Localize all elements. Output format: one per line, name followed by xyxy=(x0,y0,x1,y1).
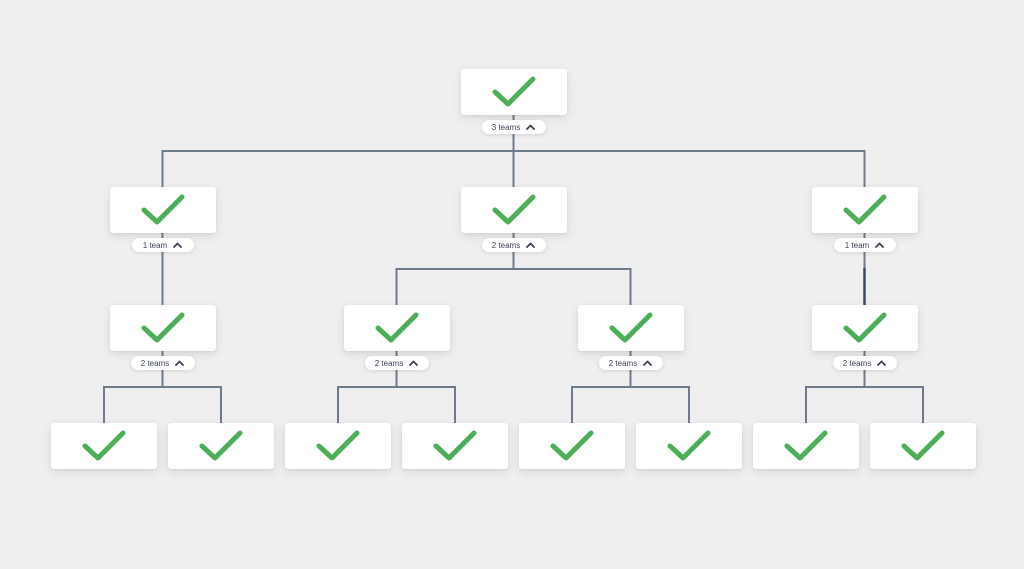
chevron-up-icon xyxy=(877,360,887,366)
checkmark-icon xyxy=(843,312,886,343)
expand-toggle[interactable]: 3 teams xyxy=(481,120,546,134)
team-node[interactable] xyxy=(577,305,684,351)
team-node[interactable] xyxy=(870,423,976,469)
team-count-label: 2 teams xyxy=(491,240,521,250)
expand-toggle[interactable]: 2 teams xyxy=(481,238,546,252)
team-count-label: 1 team xyxy=(844,240,870,250)
team-node[interactable] xyxy=(109,187,216,233)
team-node[interactable] xyxy=(51,423,157,469)
expand-toggle[interactable]: 2 teams xyxy=(598,356,663,370)
team-node[interactable] xyxy=(460,187,567,233)
team-count-label: 2 teams xyxy=(608,358,638,368)
team-node[interactable] xyxy=(636,423,742,469)
team-count-label: 2 teams xyxy=(374,358,404,368)
checkmark-icon xyxy=(141,312,184,343)
chevron-up-icon xyxy=(643,360,653,366)
expand-toggle[interactable]: 2 teams xyxy=(364,356,429,370)
expand-toggle[interactable]: 1 team xyxy=(131,238,194,252)
team-node[interactable] xyxy=(285,423,391,469)
chevron-up-icon xyxy=(875,242,885,248)
team-count-label: 2 teams xyxy=(140,358,170,368)
team-count-label: 3 teams xyxy=(491,122,521,132)
team-node[interactable] xyxy=(109,305,216,351)
team-count-label: 2 teams xyxy=(842,358,872,368)
checkmark-icon xyxy=(492,76,535,107)
expand-toggle[interactable]: 1 team xyxy=(833,238,896,252)
team-node[interactable] xyxy=(402,423,508,469)
chevron-up-icon xyxy=(526,242,536,248)
chevron-up-icon xyxy=(175,360,185,366)
checkmark-icon xyxy=(141,194,184,225)
checkmark-icon xyxy=(550,430,594,461)
team-node[interactable] xyxy=(753,423,859,469)
checkmark-icon xyxy=(199,430,243,461)
checkmark-icon xyxy=(901,430,945,461)
team-node[interactable] xyxy=(811,305,918,351)
chevron-up-icon xyxy=(173,242,183,248)
expand-toggle[interactable]: 2 teams xyxy=(832,356,897,370)
chevron-up-icon xyxy=(526,124,536,130)
team-node[interactable] xyxy=(343,305,450,351)
team-node[interactable] xyxy=(460,69,567,115)
checkmark-icon xyxy=(843,194,886,225)
checkmark-icon xyxy=(667,430,711,461)
checkmark-icon xyxy=(609,312,652,343)
checkmark-icon xyxy=(375,312,418,343)
checkmark-icon xyxy=(316,430,360,461)
chevron-up-icon xyxy=(409,360,419,366)
checkmark-icon xyxy=(784,430,828,461)
team-node[interactable] xyxy=(168,423,274,469)
checkmark-icon xyxy=(82,430,126,461)
team-node[interactable] xyxy=(811,187,918,233)
expand-toggle[interactable]: 2 teams xyxy=(130,356,195,370)
team-count-label: 1 team xyxy=(142,240,168,250)
checkmark-icon xyxy=(433,430,477,461)
checkmark-icon xyxy=(492,194,535,225)
team-node[interactable] xyxy=(519,423,625,469)
